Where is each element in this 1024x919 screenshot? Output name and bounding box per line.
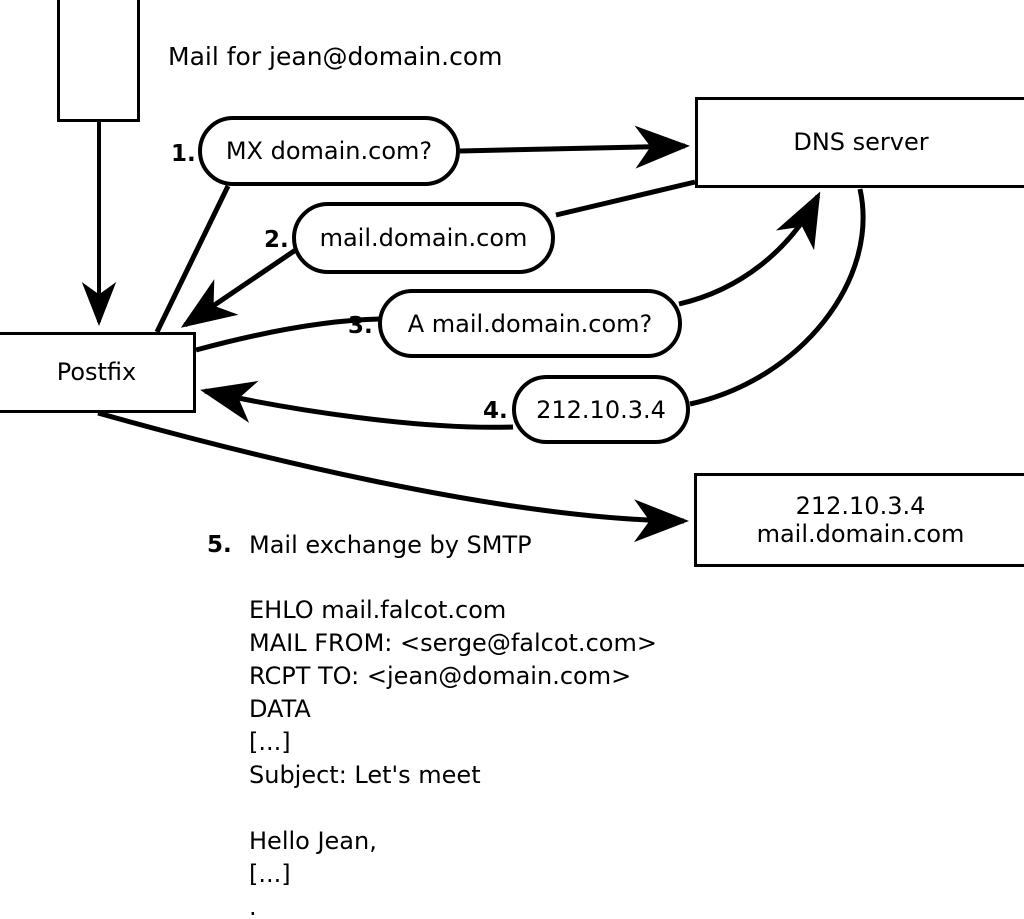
step-number-1: 1. xyxy=(171,141,196,167)
step-number-2: 2. xyxy=(264,227,289,253)
dns-server-node: DNS server xyxy=(695,97,1024,188)
postfix-node-label: Postfix xyxy=(56,358,137,387)
smtp-transcript: EHLO mail.falcot.com MAIL FROM: <serge@f… xyxy=(249,596,657,919)
connector-step4-to-postfix xyxy=(200,380,514,430)
message-bubble-step-2: mail.domain.com xyxy=(292,202,555,274)
connector-step3-to-dns xyxy=(678,191,821,307)
target-node-ip: 212.10.3.4 xyxy=(795,491,926,520)
message-bubble-step-4: 212.10.3.4 xyxy=(512,375,690,444)
target-mail-server-node: 212.10.3.4 mail.domain.com xyxy=(694,473,1024,567)
message-bubble-step-3: A mail.domain.com? xyxy=(378,289,682,358)
postfix-node: Postfix xyxy=(0,332,196,413)
step-number-4: 4. xyxy=(483,398,508,424)
message-bubble-step-4-label: 212.10.3.4 xyxy=(536,395,666,424)
message-bubble-step-3-label: A mail.domain.com? xyxy=(407,309,653,338)
step-number-5: 5. xyxy=(207,532,232,558)
message-bubble-step-1-label: MX domain.com? xyxy=(225,137,433,165)
message-bubble-step-2-label: mail.domain.com xyxy=(319,224,528,252)
connector-step1-bubble-to-postfix xyxy=(154,184,231,334)
target-node-hostname: mail.domain.com xyxy=(756,520,965,548)
connector-dns-to-step4 xyxy=(689,188,866,407)
step-number-3: 3. xyxy=(348,313,373,339)
page-title: Mail for jean@domain.com xyxy=(168,42,503,71)
connector-step1-to-dns xyxy=(459,125,690,169)
dns-server-node-label: DNS server xyxy=(793,128,929,157)
step-5-label: Mail exchange by SMTP xyxy=(249,531,532,559)
connector-step2-to-postfix xyxy=(180,244,302,328)
client-node xyxy=(57,0,140,122)
message-bubble-step-1: MX domain.com? xyxy=(198,116,460,186)
connector-dns-to-step2 xyxy=(555,179,696,218)
